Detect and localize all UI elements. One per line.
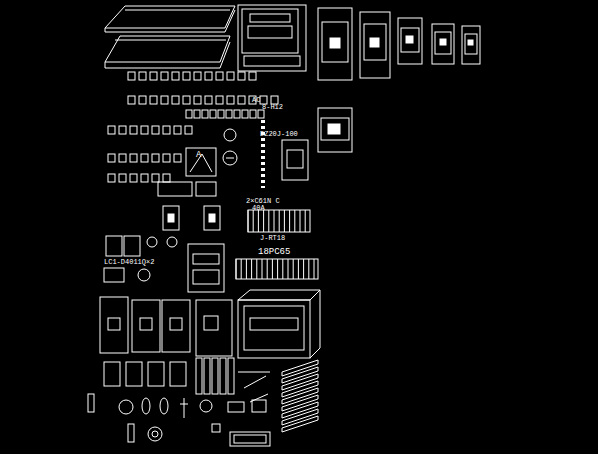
small-part	[130, 126, 137, 134]
plate	[282, 402, 318, 418]
terminal	[196, 358, 202, 394]
enclosure	[238, 290, 320, 358]
small-part	[150, 96, 157, 104]
small-part	[271, 96, 278, 104]
terminal	[204, 358, 210, 394]
plate	[282, 388, 318, 404]
small-part	[139, 72, 146, 80]
small-part	[108, 174, 115, 182]
small-part	[227, 72, 234, 80]
small-part	[194, 110, 200, 118]
small-part	[163, 174, 170, 182]
small-part	[185, 126, 192, 134]
small-part	[172, 96, 179, 104]
small-part	[141, 174, 148, 182]
small-part	[174, 126, 181, 134]
part-label: 40A	[252, 204, 265, 212]
small-part	[260, 96, 267, 104]
small-part	[128, 96, 135, 104]
ammeter	[158, 120, 308, 230]
small-part	[119, 154, 126, 162]
part-label: LC1-D4011Q×2	[104, 258, 154, 266]
small-part	[163, 154, 170, 162]
part-label: AC	[252, 96, 260, 104]
small-part	[194, 72, 201, 80]
terminal	[228, 358, 234, 394]
small-part	[238, 72, 245, 80]
part-label: A	[196, 150, 201, 160]
small-part	[227, 96, 234, 104]
small-part	[216, 96, 223, 104]
small-part	[152, 174, 159, 182]
plate	[282, 416, 318, 432]
small-part	[108, 126, 115, 134]
part-label: J-RT18	[260, 234, 285, 242]
small-part	[130, 154, 137, 162]
contactor	[104, 236, 224, 292]
small-part	[202, 110, 208, 118]
plate	[282, 367, 318, 383]
small-parts	[108, 72, 278, 182]
accessories	[88, 372, 270, 446]
small-part	[128, 72, 135, 80]
small-part	[152, 154, 159, 162]
small-part	[174, 154, 181, 162]
small-part	[119, 126, 126, 134]
small-part	[258, 110, 264, 118]
small-part	[150, 72, 157, 80]
small-part	[205, 72, 212, 80]
small-part	[205, 96, 212, 104]
part-label: 8-H12	[262, 103, 283, 111]
small-part	[218, 110, 224, 118]
cable-tray	[105, 6, 235, 68]
small-part	[194, 96, 201, 104]
part-label: 2×C61N C	[246, 197, 280, 205]
plate	[282, 360, 318, 376]
plate	[282, 395, 318, 411]
small-part	[234, 110, 240, 118]
small-part	[108, 154, 115, 162]
terminal-block	[196, 358, 234, 394]
small-part	[141, 126, 148, 134]
distribution-panel	[238, 5, 306, 71]
small-part	[183, 96, 190, 104]
small-part	[242, 110, 248, 118]
plate	[282, 374, 318, 390]
small-part	[163, 126, 170, 134]
terminal	[220, 358, 226, 394]
part-label: DZ20J-100	[260, 130, 298, 138]
small-part	[141, 154, 148, 162]
small-part	[249, 72, 256, 80]
small-part	[186, 110, 192, 118]
small-part	[238, 96, 245, 104]
small-part	[119, 174, 126, 182]
plate	[282, 409, 318, 425]
terminal	[212, 358, 218, 394]
small-part	[216, 72, 223, 80]
small-part	[210, 110, 216, 118]
small-part	[183, 72, 190, 80]
small-part	[152, 126, 159, 134]
circuit-breaker	[318, 8, 480, 152]
small-part	[161, 72, 168, 80]
small-part	[250, 110, 256, 118]
part-label: 18PC65	[258, 247, 290, 257]
plate	[282, 381, 318, 397]
small-part	[161, 96, 168, 104]
small-part	[172, 72, 179, 80]
small-part	[226, 110, 232, 118]
small-part	[130, 174, 137, 182]
small-part	[139, 96, 146, 104]
busbar-plate	[282, 360, 318, 432]
terminal-strip	[236, 210, 318, 279]
